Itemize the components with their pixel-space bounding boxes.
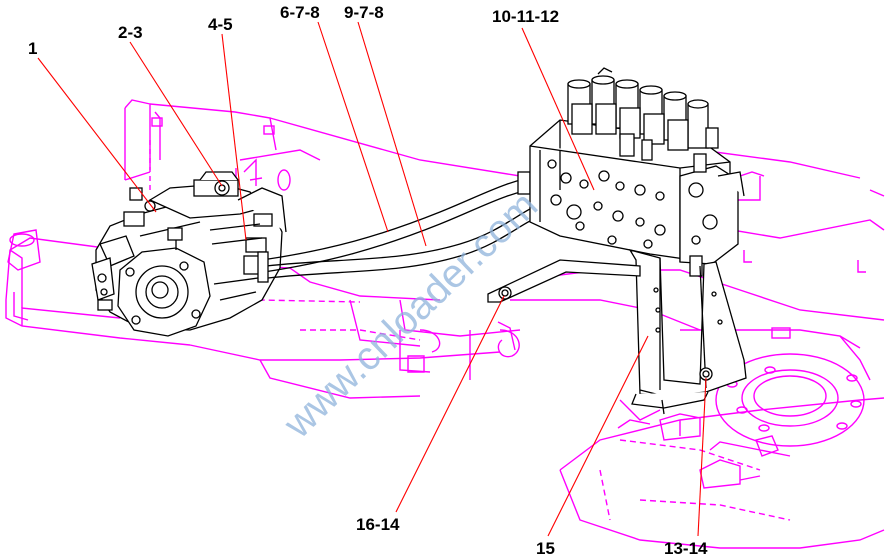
leader-1	[37, 57, 157, 213]
leader-10-11-12	[521, 27, 595, 191]
leader-16-14	[395, 295, 505, 513]
callout-2-3: 2-3	[118, 23, 143, 42]
valve-bracket	[487, 248, 747, 415]
leader-2-3	[129, 41, 223, 187]
callout-1: 1	[28, 39, 37, 58]
hydraulic-hoses	[257, 171, 541, 283]
hydraulic-pump	[91, 171, 287, 337]
control-valve	[529, 67, 745, 277]
leader-lines	[37, 21, 707, 537]
leader-9-7-8	[357, 21, 427, 247]
callout-labels: 1 2-3 4-5 6-7-8 9-7-8 10-11-12 16-14 15 …	[28, 3, 708, 558]
callout-15: 15	[536, 539, 555, 558]
callout-13-14: 13-14	[664, 539, 708, 558]
leader-6-7-8	[317, 21, 389, 233]
leader-15	[547, 335, 649, 537]
callout-16-14: 16-14	[356, 515, 400, 534]
leader-4-5	[221, 33, 247, 241]
callout-4-5: 4-5	[208, 15, 233, 34]
leader-13-14	[697, 377, 707, 537]
callout-6-7-8: 6-7-8	[280, 3, 320, 22]
callout-10-11-12: 10-11-12	[492, 7, 559, 26]
callout-9-7-8: 9-7-8	[344, 3, 384, 22]
